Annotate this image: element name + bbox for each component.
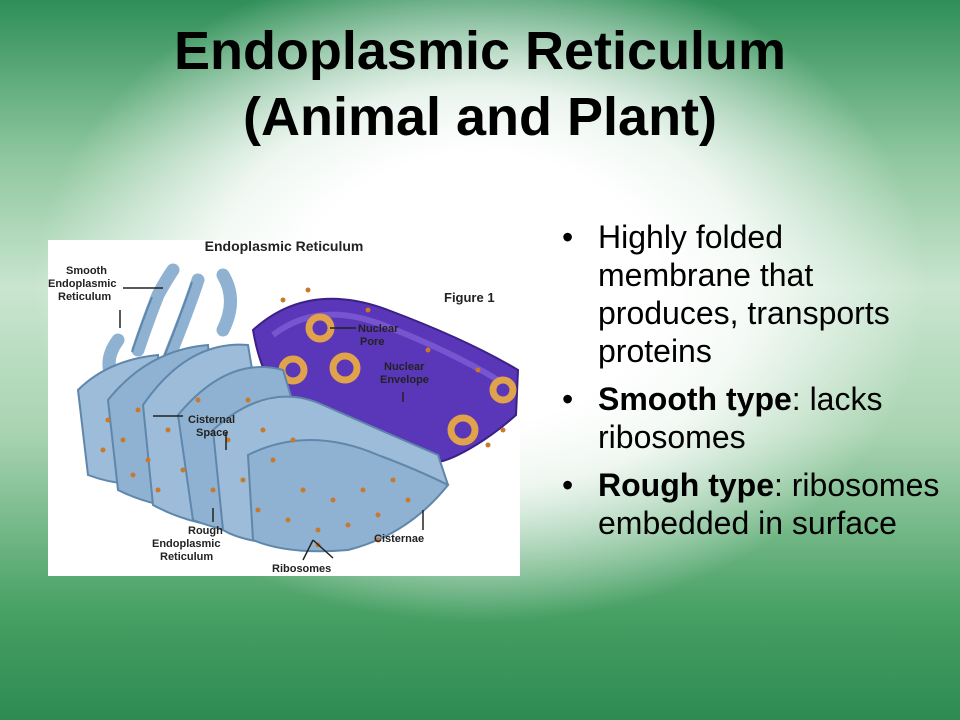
bullet-dot: •	[562, 219, 574, 255]
bullet-item-3: • Rough type: ribosomes embedded in surf…	[560, 466, 940, 542]
smooth-er-tubes	[102, 263, 237, 387]
bullet-item-2: • Smooth type: lacks ribosomes	[560, 380, 940, 456]
label-ribosomes: Ribosomes	[272, 563, 331, 575]
bullet-text-1: Highly folded membrane that produces, tr…	[598, 219, 890, 369]
title-line-1: Endoplasmic Reticulum	[173, 21, 787, 81]
ribosomes-dots	[100, 287, 506, 548]
leader-lines	[119, 287, 424, 561]
bullet-dot: •	[562, 467, 574, 503]
bullet-bold-2: Smooth type	[598, 381, 792, 417]
bullet-dot: •	[562, 381, 574, 417]
er-cisternae-sheets	[76, 343, 450, 553]
label-cisternae: Cisternae	[374, 533, 424, 545]
bullet-text-3: : ribosomes embedded in surface	[598, 467, 940, 541]
nuclear-envelope-highlight	[271, 311, 500, 383]
slide-title: Endoplasmic Reticulum (Animal and Plant)	[0, 18, 960, 150]
label-cisternal-space: Cisternal Space	[188, 414, 238, 439]
label-rough-er: Rough Endoplasmic Reticulum	[152, 525, 226, 563]
bullet-list: • Highly folded membrane that produces, …	[560, 218, 940, 552]
figure-number-label: Figure 1	[444, 290, 495, 305]
label-nuclear-envelope: Nuclear Envelope	[380, 361, 429, 386]
er-diagram: Endoplasmic Reticulum Figure 1 Smooth En…	[48, 240, 520, 576]
bullet-item-1: • Highly folded membrane that produces, …	[560, 218, 940, 370]
bullet-text-2: : lacks ribosomes	[598, 381, 883, 455]
label-nuclear-pore: Nuclear Pore	[358, 323, 401, 348]
title-line-2: (Animal and Plant)	[242, 87, 718, 147]
label-smooth-er: Smooth Endoplasmic Reticulum	[48, 265, 120, 303]
er-diagram-svg: Endoplasmic Reticulum Figure 1 Smooth En…	[48, 240, 520, 575]
figure-heading: Endoplasmic Reticulum	[205, 240, 364, 254]
bullet-bold-3: Rough type	[598, 467, 774, 503]
